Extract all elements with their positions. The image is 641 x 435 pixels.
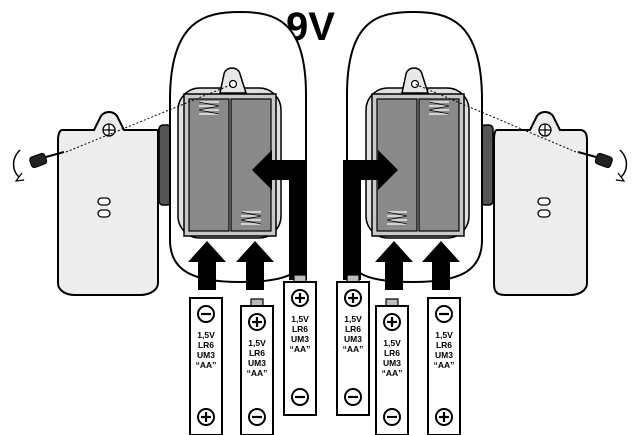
battery-label-line3: UM3: [248, 358, 266, 368]
batteries-layer: 1,5VLR6UM3“AA”1,5VLR6UM3“AA”1,5VLR6UM3“A…: [189, 274, 461, 435]
plus-terminal-icon: [383, 313, 401, 331]
battery-label-line2: LR6: [384, 348, 400, 358]
right-screw-guide-line: [414, 83, 577, 153]
battery-label-line4: “AA”: [290, 344, 311, 354]
battery-label-line2: LR6: [345, 324, 361, 334]
battery-label-line1: 1,5V: [291, 314, 309, 324]
plus-terminal-icon: [291, 289, 309, 307]
battery-label-line2: LR6: [292, 324, 308, 334]
battery-label-line2: LR6: [198, 340, 214, 350]
battery-label-line1: 1,5V: [197, 330, 215, 340]
left-screw-icon: [12, 149, 65, 182]
right-battery-cover: [493, 111, 588, 296]
minus-terminal-icon: [435, 305, 453, 323]
battery-label-line3: UM3: [291, 334, 309, 344]
plus-terminal-icon: [197, 408, 215, 426]
battery-label-line1: 1,5V: [435, 330, 453, 340]
left-insert-arrows: [188, 150, 307, 290]
minus-terminal-icon: [197, 305, 215, 323]
minus-terminal-icon: [291, 388, 309, 406]
battery-label-line1: 1,5V: [248, 338, 266, 348]
battery-label-line4: “AA”: [382, 368, 403, 378]
battery-label-line3: UM3: [383, 358, 401, 368]
plus-terminal-icon: [344, 289, 362, 307]
battery-label-line4: “AA”: [434, 360, 455, 370]
battery-label-line4: “AA”: [343, 344, 364, 354]
left-battery-compartment: [183, 93, 277, 237]
plus-terminal-icon: [435, 408, 453, 426]
battery-label-line3: UM3: [344, 334, 362, 344]
minus-terminal-icon: [383, 408, 401, 426]
minus-terminal-icon: [248, 408, 266, 426]
left-battery-cover: [57, 111, 159, 296]
right-insert-arrows: [343, 150, 460, 290]
battery-label-line2: LR6: [436, 340, 452, 350]
battery-label-line2: LR6: [249, 348, 265, 358]
plus-terminal-icon: [248, 313, 266, 331]
battery-label-line3: UM3: [435, 350, 453, 360]
battery-label-line1: 1,5V: [383, 338, 401, 348]
battery-label-line3: UM3: [197, 350, 215, 360]
battery-label-line4: “AA”: [247, 368, 268, 378]
right-screw-icon: [577, 149, 628, 182]
minus-terminal-icon: [344, 388, 362, 406]
battery-label-line1: 1,5V: [344, 314, 362, 324]
battery-label-line4: “AA”: [196, 360, 217, 370]
